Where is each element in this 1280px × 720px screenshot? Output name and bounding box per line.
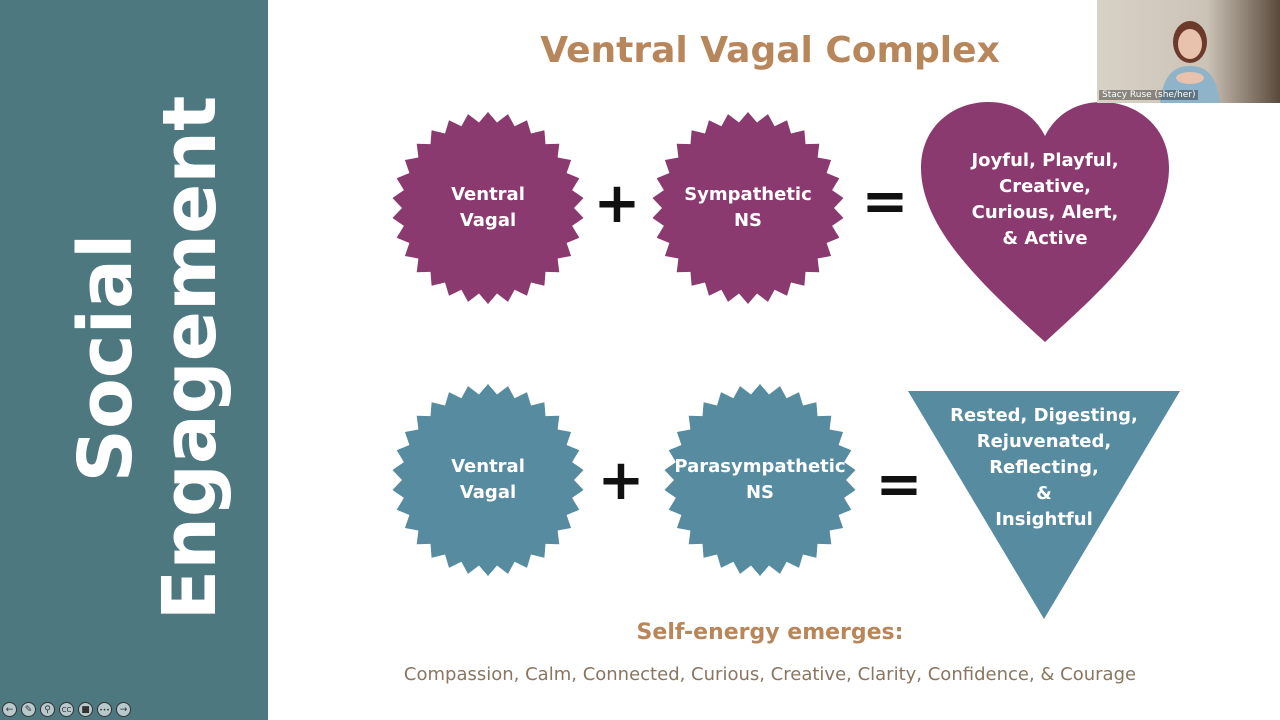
parasympathetic-ns-label: Parasympathetic NS: [674, 456, 846, 503]
parasympathetic-ns-badge: Parasympathetic NS: [662, 382, 858, 578]
slide-title: Ventral Vagal Complex: [540, 30, 1000, 71]
plus-sign-2: +: [597, 448, 645, 513]
pen-icon[interactable]: ✎: [21, 702, 36, 717]
video-tile[interactable]: Stacy Ruse (she/her): [1097, 0, 1280, 103]
forward-icon[interactable]: →: [116, 702, 131, 717]
triangle-label: Rested, Digesting, Rejuvenated, Reflecti…: [950, 405, 1138, 530]
ventral-vagal-label-2: Ventral Vagal: [451, 456, 525, 503]
triangle-shape: Rested, Digesting, Rejuvenated, Reflecti…: [906, 389, 1182, 621]
sidebar-title-line2: Engagement: [147, 95, 233, 621]
ventral-vagal-badge-2: Ventral Vagal: [390, 382, 586, 578]
ventral-vagal-badge-1: Ventral Vagal: [390, 110, 586, 306]
zoom-icon[interactable]: ⚲: [40, 702, 55, 717]
sidebar-title: Social Engagement: [63, 78, 233, 638]
self-energy-heading: Self-energy emerges:: [636, 620, 904, 645]
starburst-icon: [392, 384, 584, 576]
sidebar-panel: Social Engagement: [0, 0, 268, 720]
starburst-icon: [664, 384, 856, 576]
self-energy-list: Compassion, Calm, Connected, Curious, Cr…: [403, 664, 1137, 685]
equals-sign-2: =: [875, 452, 923, 517]
heart-shape: Joyful, Playful, Creative, Curious, Aler…: [918, 100, 1172, 344]
presentation-toolbar: ← ✎ ⚲ CC ■ ••• →: [2, 702, 131, 718]
sidebar-title-line1: Social: [63, 233, 149, 483]
participant-avatar: [1160, 21, 1220, 103]
heart-label: Joyful, Playful, Creative, Curious, Aler…: [971, 150, 1119, 249]
sympathetic-ns-label: Sympathetic NS: [684, 184, 812, 231]
cc-icon[interactable]: CC: [59, 702, 74, 717]
plus-sign-1: +: [593, 171, 641, 236]
equals-sign-1: =: [861, 169, 909, 234]
starburst-icon: [392, 112, 584, 304]
more-icon[interactable]: •••: [97, 702, 112, 717]
camera-icon[interactable]: ■: [78, 702, 93, 717]
sympathetic-ns-badge: Sympathetic NS: [650, 110, 846, 306]
ventral-vagal-label-1: Ventral Vagal: [451, 184, 525, 231]
participant-name: Stacy Ruse (she/her): [1099, 90, 1199, 100]
starburst-icon: [652, 112, 844, 304]
back-icon[interactable]: ←: [2, 702, 17, 717]
heart-icon: [921, 102, 1169, 342]
triangle-icon: [908, 391, 1180, 619]
